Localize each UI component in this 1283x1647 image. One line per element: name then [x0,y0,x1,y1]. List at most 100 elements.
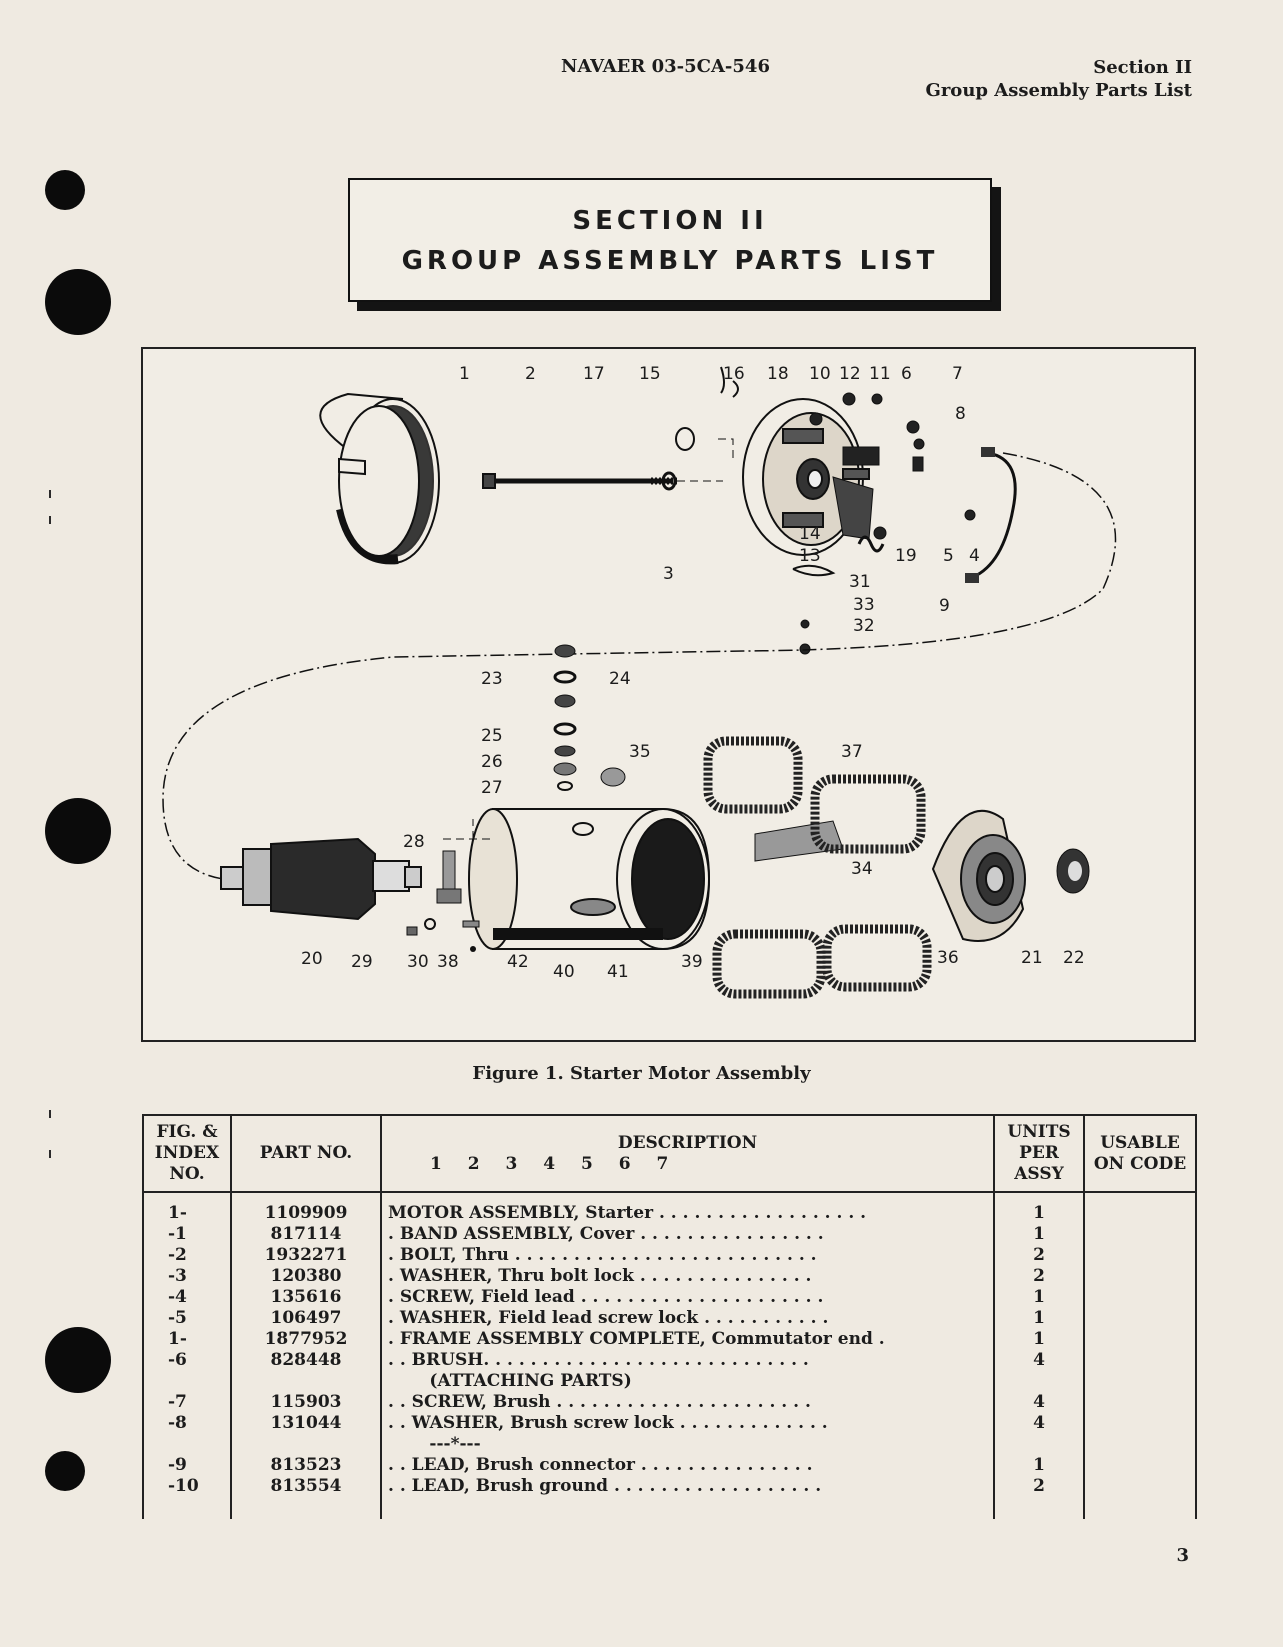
svg-text:36: 36 [937,948,959,968]
washer-17-drawing [675,427,695,451]
fig-index: -5 [142,1308,232,1329]
binder-hole [45,170,85,210]
fig-index: -1 [142,1224,232,1245]
small-hardware-drawing [799,392,976,655]
fig-index [142,1371,232,1392]
part-number: 106497 [230,1308,382,1329]
units-per-assy: 2 [993,1245,1085,1266]
description: . WASHER, Field lead screw lock . . . . … [380,1308,995,1329]
svg-text:31: 31 [849,572,871,592]
usable-on-code [1083,1350,1197,1371]
armature-drawing [220,837,422,921]
units-per-assy: 1 [993,1308,1085,1329]
units-per-assy: 4 [993,1413,1085,1434]
description: . . LEAD, Brush connector . . . . . . . … [380,1455,995,1476]
binder-hole [45,1327,111,1393]
svg-text:38: 38 [437,952,459,972]
field-frame-drawing [468,808,711,950]
description: . WASHER, Thru bolt lock . . . . . . . .… [380,1266,995,1287]
part-number: 813554 [230,1476,382,1519]
svg-text:5: 5 [943,546,954,566]
svg-text:27: 27 [481,778,503,798]
part-number: 817114 [230,1224,382,1245]
figure-caption: Figure 1. Starter Motor Assembly [472,1063,811,1084]
fig-index: -3 [142,1266,232,1287]
usable-on-code [1083,1308,1197,1329]
svg-text:39: 39 [681,952,703,972]
usable-on-code [1083,1287,1197,1308]
description: . . WASHER, Brush screw lock . . . . . .… [380,1413,995,1434]
svg-text:7: 7 [952,364,963,384]
fig-index: -10 [142,1476,232,1519]
units-per-assy: 1 [993,1224,1085,1245]
description: . BOLT, Thru . . . . . . . . . . . . . .… [380,1245,995,1266]
description: . . BRUSH. . . . . . . . . . . . . . . .… [380,1350,995,1371]
svg-text:37: 37 [841,742,863,762]
indent-level-digits: 1 2 3 4 5 6 7 [430,1153,679,1174]
svg-text:24: 24 [609,669,631,689]
description: MOTOR ASSEMBLY, Starter . . . . . . . . … [380,1192,995,1224]
starter-motor-illustration: 1 2 3 4 5 6 7 8 9 10 11 12 13 14 15 16 1… [162,364,1117,999]
col-header-description: DESCRIPTION 1 2 3 4 5 6 7 [380,1114,995,1193]
svg-text:8: 8 [955,404,966,424]
margin-mark [49,1150,51,1158]
svg-text:15: 15 [639,364,661,384]
fig-index: 1- [142,1192,232,1224]
usable-on-code [1083,1434,1197,1455]
units-per-assy: 2 [993,1476,1085,1519]
part-number: 115903 [230,1392,382,1413]
exploded-view-figure: 1 2 3 4 5 6 7 8 9 10 11 12 13 14 15 16 1… [141,347,1196,1042]
binder-hole [45,269,111,335]
svg-text:41: 41 [607,962,629,982]
units-per-assy: 2 [993,1266,1085,1287]
terminal-bolt-drawing [442,850,456,890]
usable-on-code [1083,1455,1197,1476]
clip-drawing [792,564,836,577]
units-per-assy: 4 [993,1350,1085,1371]
margin-mark [49,490,51,498]
section-label: Section II [1093,57,1192,78]
units-per-assy: 4 [993,1392,1085,1413]
part-number: 120380 [230,1266,382,1287]
usable-on-code [1083,1266,1197,1287]
usable-on-code [1083,1224,1197,1245]
svg-text:35: 35 [629,742,651,762]
fig-index: -2 [142,1245,232,1266]
description: . BAND ASSEMBLY, Cover . . . . . . . . .… [380,1224,995,1245]
brush-drawing [842,446,880,466]
brush-lead-drawing [972,451,1017,579]
cover-band-drawing [319,392,440,565]
margin-mark [49,516,51,524]
description: . FRAME ASSEMBLY COMPLETE, Commutator en… [380,1329,995,1350]
part-number: 135616 [230,1287,382,1308]
section-title-box: SECTION II GROUP ASSEMBLY PARTS LIST [348,178,992,302]
usable-on-code [1083,1392,1197,1413]
col-header-fig-index: FIG. & INDEX NO. [142,1114,232,1193]
table-row: ---*--- [142,1434,1197,1455]
svg-text:18: 18 [767,364,789,384]
units-per-assy [993,1434,1085,1455]
part-number: 813523 [230,1455,382,1476]
units-per-assy: 1 [993,1455,1085,1476]
usable-on-code [1083,1329,1197,1350]
units-per-assy: 1 [993,1192,1085,1224]
table-row: 1-1877952. FRAME ASSEMBLY COMPLETE, Comm… [142,1329,1197,1350]
svg-text:34: 34 [851,859,873,879]
description: . SCREW, Field lead . . . . . . . . . . … [380,1287,995,1308]
terminal-stack-drawing [553,644,577,791]
pole-shoe-drawing [754,820,844,862]
units-per-assy: 1 [993,1329,1085,1350]
svg-text:42: 42 [507,952,529,972]
fig-index: -9 [142,1455,232,1476]
svg-text:13: 13 [799,546,821,566]
